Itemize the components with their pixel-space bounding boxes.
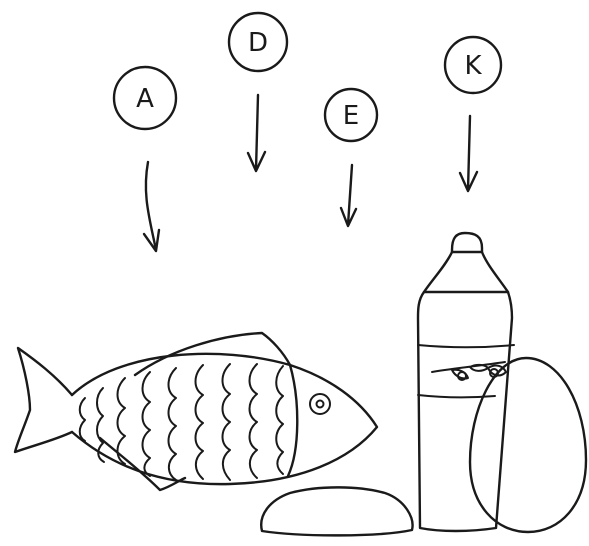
arrow-k-icon [460, 116, 477, 191]
fish-gill [288, 365, 297, 476]
label-a-group: A [114, 67, 176, 251]
butter-icon [261, 487, 412, 535]
egg-icon [470, 358, 586, 532]
arrow-d-icon [248, 95, 265, 171]
label-k-group: K [445, 37, 501, 191]
fish-icon [15, 333, 377, 490]
label-k-text: K [464, 51, 482, 81]
fish-scales [80, 364, 283, 480]
label-d-text: D [248, 28, 268, 58]
arrow-a-icon [144, 162, 159, 251]
bottle-body [418, 292, 512, 531]
arrow-e-icon [341, 165, 356, 226]
oil-bottle-icon [418, 233, 514, 531]
bottle-neck [424, 252, 508, 292]
label-d-group: D [229, 13, 287, 171]
fish-eye-pupil [317, 401, 324, 408]
label-e-group: E [325, 89, 377, 226]
fish-eye [310, 394, 330, 414]
bottle-cap [452, 233, 482, 252]
fish-tail [15, 348, 72, 452]
label-a-text: A [136, 84, 154, 114]
label-e-text: E [343, 101, 359, 131]
bottle-label-top [418, 345, 514, 347]
